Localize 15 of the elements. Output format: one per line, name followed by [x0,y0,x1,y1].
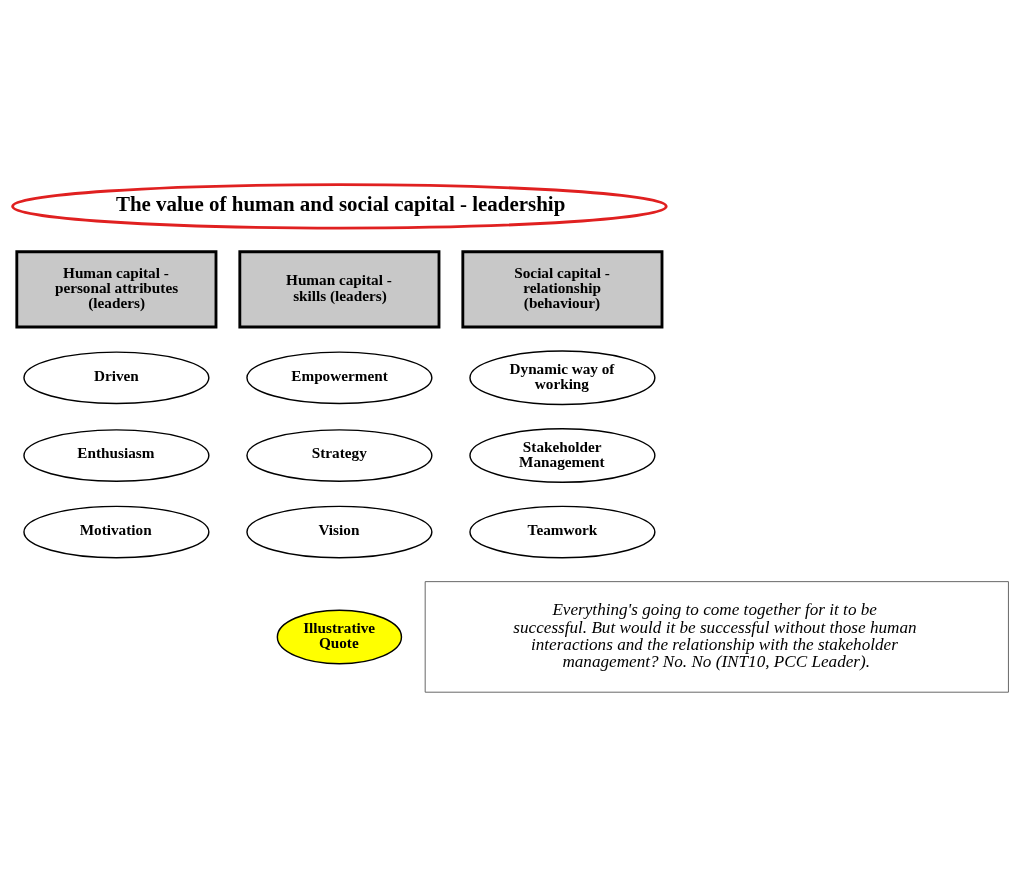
node-box: Human capital - skills (leaders) [238,250,441,329]
node-box: Social capital - relationship (behaviour) [461,250,664,329]
node-ellipse: Teamwork [469,505,656,559]
node-ellipse: Strategy [246,429,433,482]
node-ellipse: Enthusiasm [23,429,210,482]
node-box: Human capital - personal attributes (leaders) [15,250,218,329]
node-box: Everything's going to come together for it to be successful. But would it be successful without those human interactions and the relationship with the stakeholder management? No. No (INT10, PCC Leader). [424,581,1009,693]
node-ellipse: Stakeholder Management [469,428,656,484]
node-ellipse: Driven [23,351,210,405]
node-ellipse: Dynamic way of working [469,350,656,406]
node-ellipse: Illustrative Quote [276,609,403,665]
node-ellipse: Vision [246,505,433,559]
node-ellipse: Empowerment [246,351,433,405]
node-ellipse: The value of human and social capital - leadership [11,183,668,230]
node-ellipse: Motivation [23,505,210,559]
